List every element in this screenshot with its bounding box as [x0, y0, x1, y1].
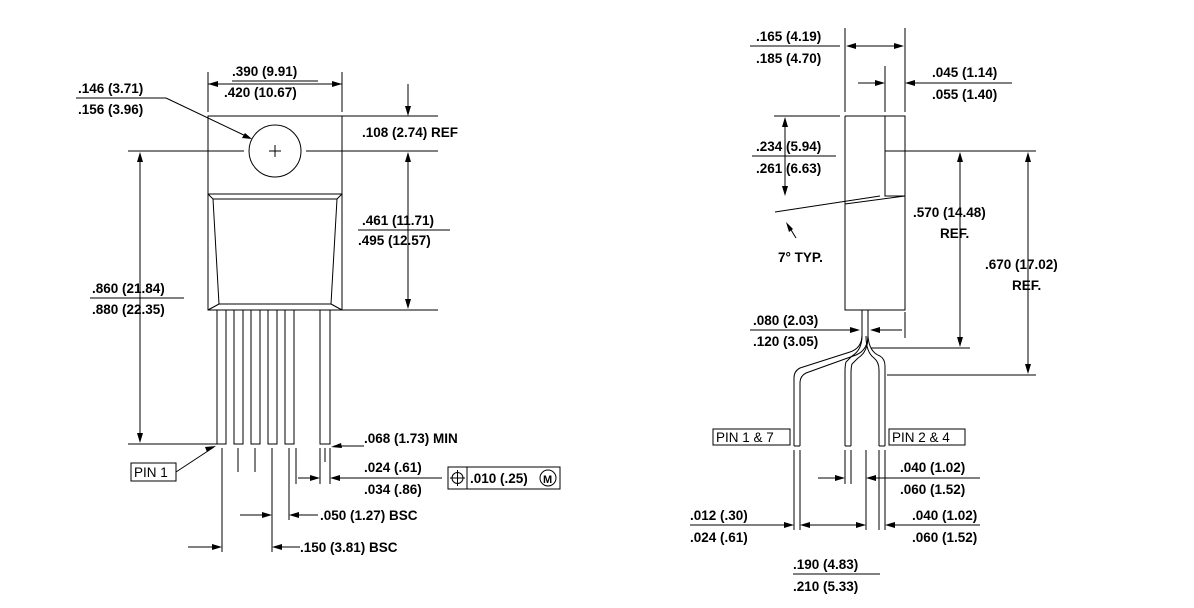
- ref1-value-label: .570 (14.48): [913, 205, 986, 220]
- ref2-value-label: .670 (17.02): [985, 257, 1058, 272]
- ref1-ref-label: REF.: [940, 226, 969, 241]
- lead-4: [267, 309, 278, 445]
- pin17-label-box: [712, 428, 791, 446]
- lead-2: [233, 309, 244, 445]
- lead-6: [319, 309, 331, 445]
- pin1-label: PIN 1: [134, 465, 168, 480]
- tab-height-max-label: .261 (6.63): [756, 161, 821, 176]
- angle-label: 7° TYP.: [778, 250, 823, 265]
- hole-max-label: .156 (3.96): [78, 102, 143, 117]
- lead-thickness-min-label: .012 (.30): [690, 508, 748, 523]
- side-tab: [884, 115, 906, 197]
- lead-3: [250, 309, 261, 445]
- side-body: [844, 195, 906, 311]
- tab-thickness-max-label: .055 (1.40): [932, 87, 997, 102]
- offset-max-label: .210 (5.33): [793, 579, 858, 594]
- standoff-min-label: .080 (2.03): [753, 313, 818, 328]
- ref2-ref-label: REF.: [1012, 278, 1041, 293]
- side-lead-right-1: [865, 335, 880, 446]
- side-lead-right-2: [867, 335, 886, 446]
- lead-length-label: .068 (1.73) MIN: [364, 431, 458, 446]
- thickness-max-label: .185 (4.70): [756, 51, 821, 66]
- side-view: .165 (4.19) .185 (4.70) .045 (1.14) .055…: [690, 28, 1058, 594]
- width-min-label: .390 (9.91): [232, 64, 297, 79]
- lead-a-max-label: .060 (1.52): [900, 482, 965, 497]
- body-min-label: .461 (11.71): [362, 213, 434, 228]
- standoff-max-label: .120 (3.05): [753, 334, 818, 349]
- width-max-label: .420 (10.67): [224, 85, 297, 100]
- span-label: .150 (3.81) BSC: [300, 540, 398, 555]
- lead-width-max-label: .034 (.86): [364, 482, 422, 497]
- body-max-label: .495 (12.57): [358, 233, 431, 248]
- offset-min-label: .190 (4.83): [793, 557, 858, 572]
- lead-thickness-max-label: .024 (.61): [690, 530, 748, 545]
- lead-a-min-label: .040 (1.02): [900, 460, 965, 475]
- lead-width-min-label: .024 (.61): [364, 460, 422, 475]
- side-lead-mid-2: [850, 335, 869, 446]
- height-min-label: .860 (21.84): [92, 281, 165, 296]
- tab-thickness-min-label: .045 (1.14): [932, 65, 997, 80]
- lead-5: [284, 309, 295, 445]
- hole-min-label: .146 (3.71): [78, 81, 143, 96]
- pin24-label: PIN 2 & 4: [892, 430, 950, 445]
- pin17-label: PIN 1 & 7: [716, 430, 774, 445]
- tab-height-min-label: .234 (5.94): [756, 139, 821, 154]
- lead-1: [216, 309, 227, 445]
- lead-b-max-label: .060 (1.52): [912, 530, 977, 545]
- height-max-label: .880 (22.35): [92, 302, 165, 317]
- thickness-min-label: .165 (4.19): [756, 29, 821, 44]
- pitch-label: .050 (1.27) BSC: [320, 508, 418, 523]
- front-view: .390 (9.91) .420 (10.67) .146 (3.71) .15…: [76, 64, 561, 555]
- tab-ref-label: .108 (2.74) REF: [362, 125, 458, 140]
- position-tolerance-frame: .010 (.25) M: [447, 466, 561, 490]
- tolerance-modifier: M: [543, 474, 552, 486]
- max-material-icon: [539, 469, 557, 487]
- side-lead-mid-1: [844, 335, 863, 446]
- mounting-hole: [248, 124, 302, 178]
- pin24-label-box: [888, 428, 966, 446]
- leads: [216, 309, 331, 445]
- tolerance-value: .010 (.25): [470, 471, 528, 486]
- lead-b-min-label: .040 (1.02): [912, 508, 977, 523]
